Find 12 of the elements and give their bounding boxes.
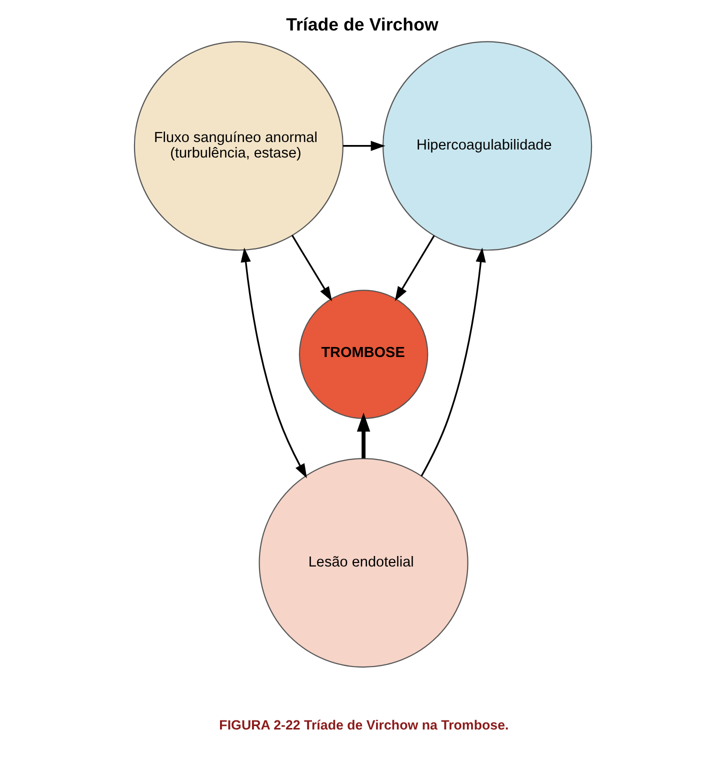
node-circle: Hipercoagulabilidade [382, 41, 592, 251]
arrow [240, 248, 307, 478]
node-circle: Lesão endotelial [258, 458, 468, 668]
arrow [291, 234, 332, 302]
caption: FIGURA 2-22 Tríade de Virchow na Trombose. [219, 718, 509, 733]
arrow [356, 412, 370, 458]
node-circle: Fluxo sanguíneo anormal (turbulência, estase) [134, 41, 344, 251]
node-circle: TROMBOSE [298, 290, 428, 420]
diagram-title: Tríade de Virchow [286, 14, 438, 34]
arrow [343, 140, 386, 151]
arrow [394, 235, 435, 302]
arrow [420, 248, 486, 477]
